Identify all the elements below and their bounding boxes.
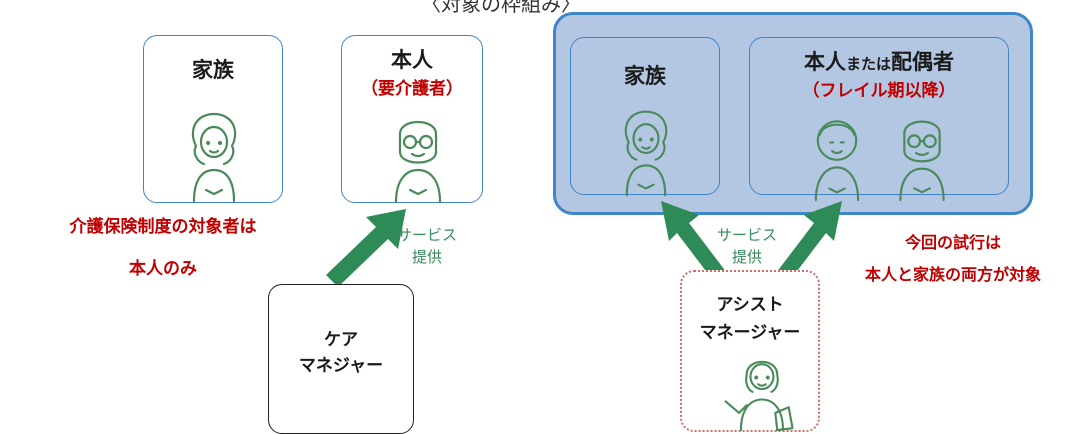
- left-family-label: 家族: [192, 58, 234, 82]
- left-self-label: 本人: [391, 48, 433, 72]
- care-manager-line2: マネジャー: [298, 356, 384, 376]
- woman-icon: [191, 112, 237, 203]
- right-self-main2: 配偶者: [891, 50, 954, 74]
- left-service-label: サービス 提供: [392, 224, 462, 268]
- right-arrow-to-family: [661, 201, 727, 283]
- assist-manager-line2: マネージャー: [699, 323, 801, 343]
- right-self-sub: （フレイル期以降）: [802, 81, 956, 101]
- left-service-line2: 提供: [411, 248, 442, 266]
- right-note: 今回の試行は 本人と家族の両方が対象: [836, 232, 1070, 286]
- left-note: 介護保険制度の対象者は 本人のみ: [28, 215, 298, 281]
- left-note-line1: 介護保険制度の対象者は: [69, 217, 257, 237]
- elderly-man-icon: [394, 121, 442, 204]
- left-self-sub: （要介護者）: [361, 79, 463, 99]
- left-family-box: 家族: [143, 35, 283, 203]
- right-arrow-to-self: [776, 201, 842, 283]
- left-self-box: 本人 （要介護者）: [341, 35, 483, 204]
- right-service-line2: 提供: [731, 248, 762, 266]
- assist-manager-line1: アシスト: [716, 295, 784, 315]
- assistant-woman-icon: [724, 360, 794, 432]
- care-manager-box: ケア マネジャー: [268, 284, 414, 434]
- left-service-arrow: [326, 209, 406, 287]
- right-self-small: または: [845, 55, 891, 73]
- right-note-line2: 本人と家族の両方が対象: [864, 265, 1041, 284]
- right-family-box: 家族: [570, 37, 720, 197]
- elderly-man-icon: [899, 120, 945, 202]
- right-self-box: 本人または配偶者 （フレイル期以降）: [749, 37, 1009, 202]
- woman-icon: [624, 110, 668, 197]
- right-note-line1: 今回の試行は: [904, 233, 1001, 252]
- care-manager-line1: ケア: [324, 330, 358, 350]
- elderly-woman-icon: [814, 120, 860, 202]
- right-self-label: 本人または配偶者: [750, 46, 1008, 76]
- right-family-label: 家族: [624, 64, 666, 88]
- right-self-main: 本人: [803, 50, 846, 74]
- right-service-line1: サービス: [716, 226, 777, 244]
- left-note-line2: 本人のみ: [129, 259, 197, 279]
- top-caption: 〈対象の枠組み〉: [421, 0, 581, 16]
- left-service-line1: サービス: [396, 226, 457, 244]
- right-service-label: サービス 提供: [712, 224, 782, 268]
- assist-manager-box: アシスト マネージャー: [680, 270, 820, 432]
